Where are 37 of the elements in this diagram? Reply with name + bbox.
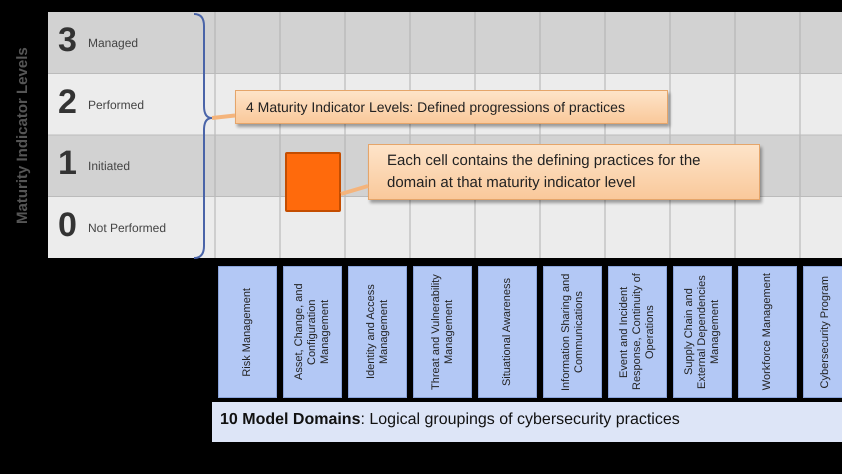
domain-box bbox=[283, 266, 342, 398]
level-number: 0 bbox=[58, 204, 77, 244]
domain-box bbox=[608, 266, 667, 398]
axis-title: Maturity Indicator Levels bbox=[13, 46, 32, 226]
domain-name: Asset, Change, and Configuration Management bbox=[293, 282, 332, 382]
level-number: 1 bbox=[58, 143, 77, 183]
domain-box bbox=[348, 266, 407, 398]
domains-banner bbox=[212, 402, 842, 442]
callout-text: 4 Maturity Indicator Levels: Defined progressions of practices bbox=[246, 99, 625, 115]
domain-name: Situational Awareness bbox=[501, 278, 514, 386]
domain-name: Identity and Access Management bbox=[364, 284, 390, 382]
domain-box bbox=[218, 266, 277, 398]
callout-box bbox=[235, 90, 668, 124]
domain-name: Cybersecurity Program bbox=[818, 276, 832, 388]
level-name: Performed bbox=[88, 98, 144, 112]
level-name: Initiated bbox=[88, 159, 130, 173]
domain-name: Threat and Vulnerability Management bbox=[430, 273, 456, 392]
banner-text: 10 Model Domains: Logical groupings of cybersecurity practices bbox=[220, 411, 680, 428]
domain-box bbox=[478, 266, 537, 398]
domain-name: Supply Chain and External Dependencies Management bbox=[683, 274, 722, 391]
domain-box bbox=[738, 266, 797, 398]
domain-box bbox=[673, 266, 732, 398]
level-number: 3 bbox=[58, 20, 77, 60]
domain-name: Information Sharing and Communications bbox=[560, 272, 586, 393]
level-number: 2 bbox=[58, 82, 77, 122]
domain-name: Event and Incident Response, Continuity of Operations bbox=[618, 272, 657, 392]
level-name: Managed bbox=[88, 36, 138, 50]
domain-name: Risk Management bbox=[241, 288, 254, 376]
callout-text: Each cell contains the defining practices for the domain at that maturity indicator level bbox=[387, 152, 701, 191]
domain-box bbox=[413, 266, 472, 398]
highlighted-cell bbox=[285, 152, 341, 212]
domain-name: Workforce Management bbox=[761, 273, 774, 391]
domain-box bbox=[543, 266, 602, 398]
domain-box bbox=[803, 266, 842, 398]
callout-box bbox=[368, 144, 760, 200]
level-name: Not Performed bbox=[88, 220, 166, 234]
curly-brace bbox=[194, 13, 213, 259]
